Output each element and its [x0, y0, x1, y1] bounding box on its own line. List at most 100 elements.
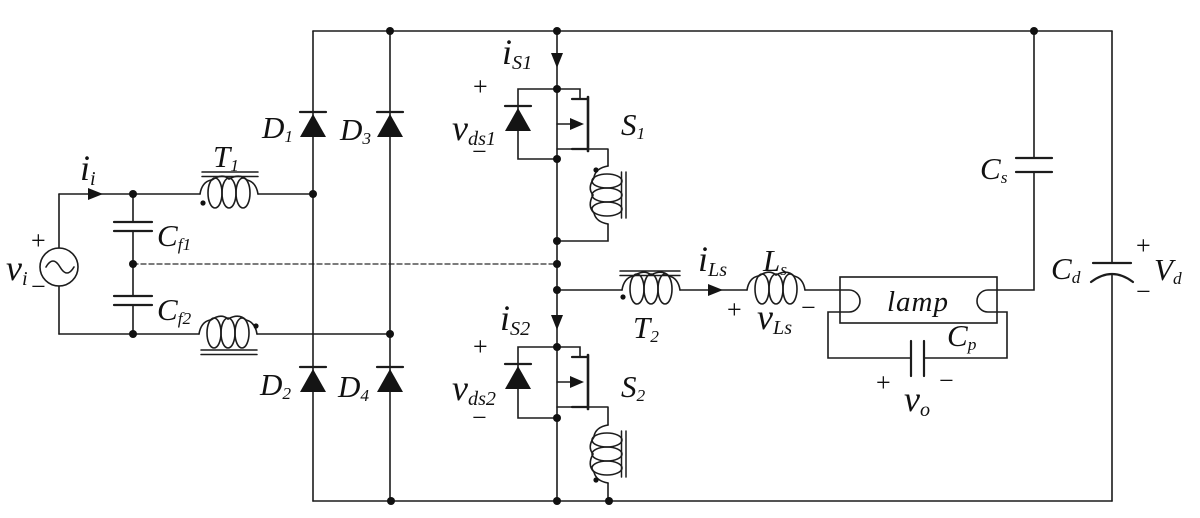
- label-d1-sub: 1: [284, 127, 294, 147]
- d1-triangle: [300, 114, 326, 137]
- label-d1: D1: [262, 112, 293, 146]
- label-t2-sub: 2: [650, 327, 659, 347]
- diode-d3: [375, 110, 405, 137]
- label-d2-sub: 2: [282, 384, 292, 404]
- cs-capacitor: [1014, 156, 1054, 174]
- label-s1-sub: 1: [636, 124, 646, 144]
- cap-cs: [996, 30, 1054, 291]
- t1-bottom-phase-dot: [253, 323, 259, 329]
- label-vls-base: v: [757, 297, 773, 337]
- junction-dot: [553, 497, 561, 505]
- vls-plus-sign: +: [727, 295, 742, 324]
- label-vds2-base: v: [452, 368, 468, 408]
- label-ils-base: i: [698, 239, 709, 279]
- switch-s2: [503, 346, 627, 502]
- s2-body-diode-triangle: [505, 366, 531, 389]
- vls-minus-sign: −: [801, 293, 816, 322]
- label-is2-base: i: [500, 298, 511, 338]
- label-is1-base: i: [502, 32, 513, 72]
- label-s2: S2: [621, 371, 645, 405]
- vi-plus-sign: +: [31, 226, 46, 255]
- label-cf1: Cf1: [157, 220, 191, 254]
- label-vds2: vds2: [452, 370, 496, 409]
- vo-plus-sign: +: [876, 368, 891, 397]
- cd-curved-plate: [1089, 272, 1135, 284]
- t1-bottom-core: [200, 349, 258, 356]
- t1-top-phase-dot: [200, 200, 206, 206]
- junction-dot: [309, 190, 317, 198]
- vi-minus-sign: −: [31, 272, 46, 301]
- t2-winding: [621, 271, 681, 305]
- label-vls-sub: Ls: [772, 316, 793, 339]
- is1-current-arrow: [551, 53, 563, 68]
- label-vi-sub: i: [21, 267, 28, 290]
- vd-minus-sign: −: [1136, 277, 1151, 306]
- resonant-branch: [556, 270, 841, 305]
- t1-top-core: [201, 171, 259, 178]
- vds1-plus-sign: +: [473, 72, 488, 101]
- diode-d4: [375, 365, 405, 392]
- label-cd-base: C: [1051, 251, 1072, 286]
- label-cf2: Cf2: [157, 294, 191, 328]
- label-vds2-sub: ds2: [467, 387, 496, 410]
- label-vi: vi: [6, 250, 28, 289]
- ac-source: [39, 188, 391, 335]
- emi-transformer-t1: [198, 171, 259, 356]
- label-d4-sub: 4: [360, 386, 370, 406]
- junction-dot: [129, 190, 137, 198]
- label-t1: T1: [213, 141, 239, 175]
- sine-icon: [45, 260, 75, 274]
- junction-dot: [605, 497, 613, 505]
- label-ils: iLs: [698, 241, 727, 280]
- s1-drive-winding: [589, 165, 623, 225]
- switch-s1: [503, 88, 627, 242]
- label-t2: T2: [633, 312, 659, 346]
- diode-d2: [298, 365, 328, 392]
- label-s2-sub: 2: [636, 386, 646, 406]
- label-s1: S1: [621, 109, 645, 143]
- junction-dot: [553, 414, 561, 422]
- rectifier-bridge: [298, 30, 405, 502]
- label-ii: ii: [80, 150, 96, 189]
- cf1-capacitor: [112, 220, 154, 233]
- t2-core: [619, 270, 681, 277]
- vds1-minus-sign: −: [472, 137, 487, 166]
- junction-dot: [553, 85, 561, 93]
- label-is2: iS2: [500, 300, 530, 339]
- dc-bus-rails: [312, 30, 1113, 502]
- s2-source-lead: [556, 406, 609, 426]
- d2-triangle: [300, 369, 326, 392]
- label-d4-base: D: [338, 369, 361, 404]
- t1-top-winding: [199, 175, 259, 209]
- junction-dot: [386, 27, 394, 35]
- s2-drive-phase-dot: [593, 477, 599, 483]
- label-is1: iS1: [502, 34, 532, 73]
- label-is1-sub: S1: [512, 51, 533, 74]
- label-cd: Cd: [1051, 253, 1080, 287]
- cp-capacitor: [909, 339, 926, 378]
- label-cf1-sub: f1: [177, 235, 192, 255]
- t1-bottom-winding: [198, 315, 258, 349]
- label-cf2-sub: f2: [177, 309, 192, 329]
- label-t1-base: T: [213, 139, 231, 174]
- label-ls-base: L: [763, 243, 781, 278]
- label-d1-base: D: [262, 110, 285, 145]
- s2-drive-core: [620, 430, 627, 478]
- junction-dot: [553, 27, 561, 35]
- cp-loop-wire: [827, 311, 1008, 359]
- label-s2-base: S: [621, 369, 637, 404]
- ac-source-circle: [39, 247, 79, 287]
- t2-phase-dot: [620, 294, 626, 300]
- label-cp: Cp: [947, 320, 976, 354]
- s2-drain-lead: [556, 346, 581, 358]
- label-s1-base: S: [621, 107, 637, 142]
- d4-triangle: [377, 369, 403, 392]
- junction-dot: [553, 155, 561, 163]
- label-t1-sub: 1: [230, 156, 239, 176]
- label-cd-sub: d: [1071, 268, 1081, 288]
- label-d3-sub: 3: [362, 129, 372, 149]
- label-vo: vo: [904, 381, 930, 420]
- label-vd-sub: d: [1172, 269, 1182, 289]
- ils-current-arrow: [708, 284, 723, 296]
- s2-gate-arrow: [570, 376, 584, 388]
